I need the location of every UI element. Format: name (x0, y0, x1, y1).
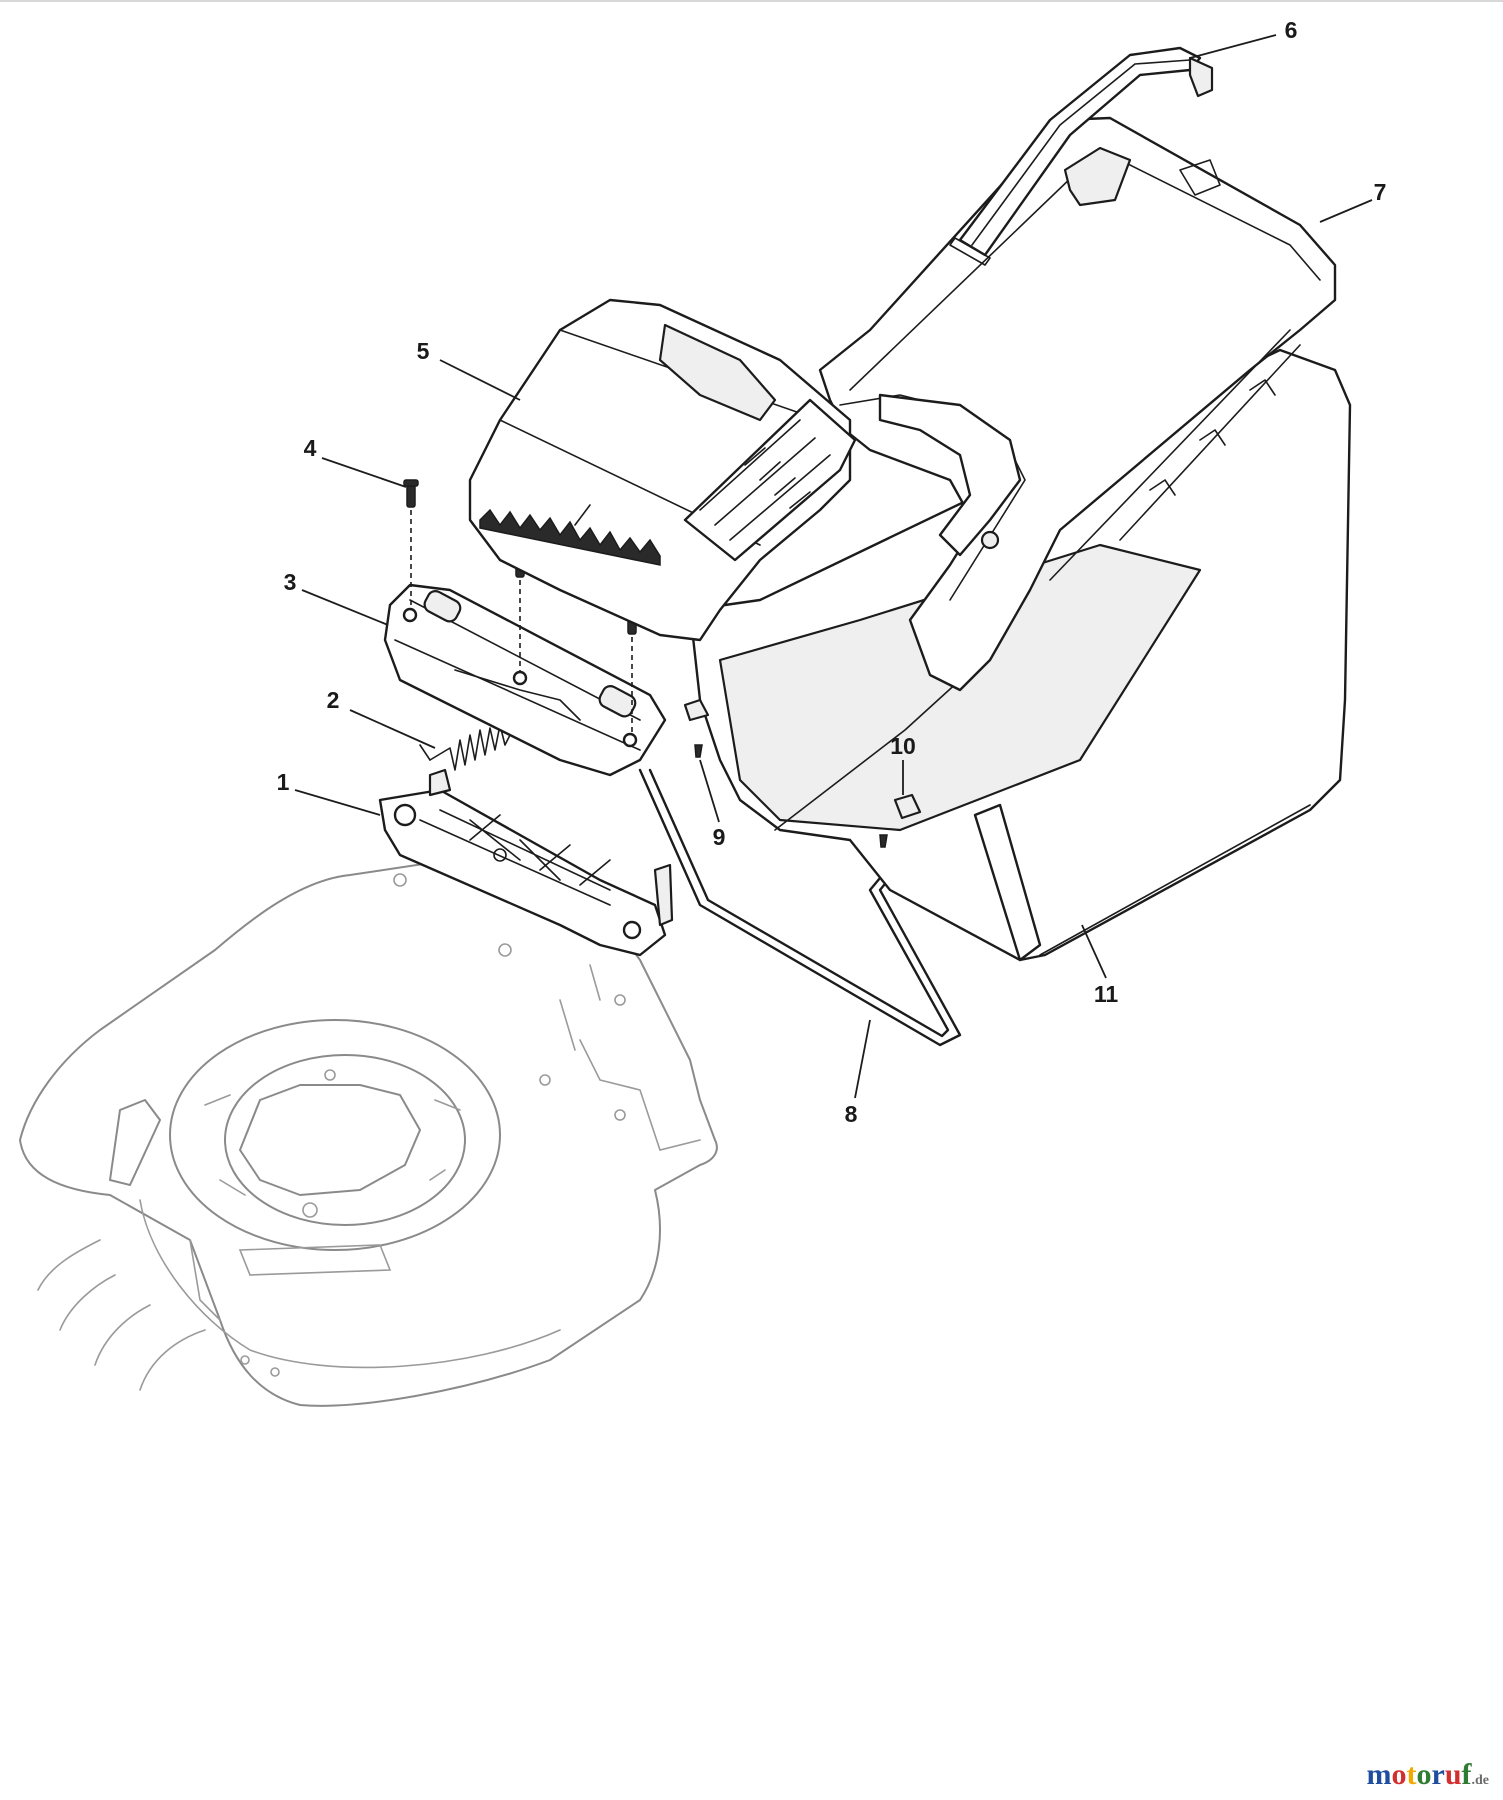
callout-3: 3 (284, 569, 297, 595)
watermark-letter: t (1406, 1758, 1417, 1791)
callout-7: 7 (1374, 179, 1387, 205)
watermark-tld: .de (1471, 1773, 1490, 1788)
part-9-clip-and-screw (683, 698, 710, 758)
watermark-letter: u (1444, 1758, 1462, 1791)
part-3-hinge-cover (383, 583, 667, 777)
callout-1: 1 (277, 769, 290, 795)
part-10-clip-and-screw (879, 793, 922, 848)
callout-10: 10 (890, 733, 916, 759)
watermark-letter: f (1461, 1758, 1472, 1791)
watermark-letter: o (1416, 1758, 1432, 1791)
watermark-letter: r (1431, 1758, 1445, 1791)
watermark-motoruf: motoruf.de (1366, 1758, 1489, 1792)
callout-2: 2 (327, 687, 340, 713)
callout-6: 6 (1285, 17, 1298, 43)
watermark-letter: m (1366, 1758, 1392, 1791)
callout-8: 8 (845, 1101, 858, 1127)
callout-11: 11 (1094, 981, 1119, 1007)
callout-9: 9 (713, 824, 726, 850)
part-6-carry-handle (949, 46, 1214, 266)
part-1-hinge-base-plate (378, 768, 674, 957)
part-7-bag-top-cover (818, 116, 1337, 692)
part-5-rear-flap (468, 298, 857, 642)
top-border-line (0, 0, 1503, 2)
callout-4: 4 (304, 435, 317, 461)
leader-lines (294, 34, 1373, 1099)
mower-deck (19, 859, 718, 1407)
watermark-letter: o (1391, 1758, 1407, 1791)
callout-5: 5 (417, 338, 430, 364)
